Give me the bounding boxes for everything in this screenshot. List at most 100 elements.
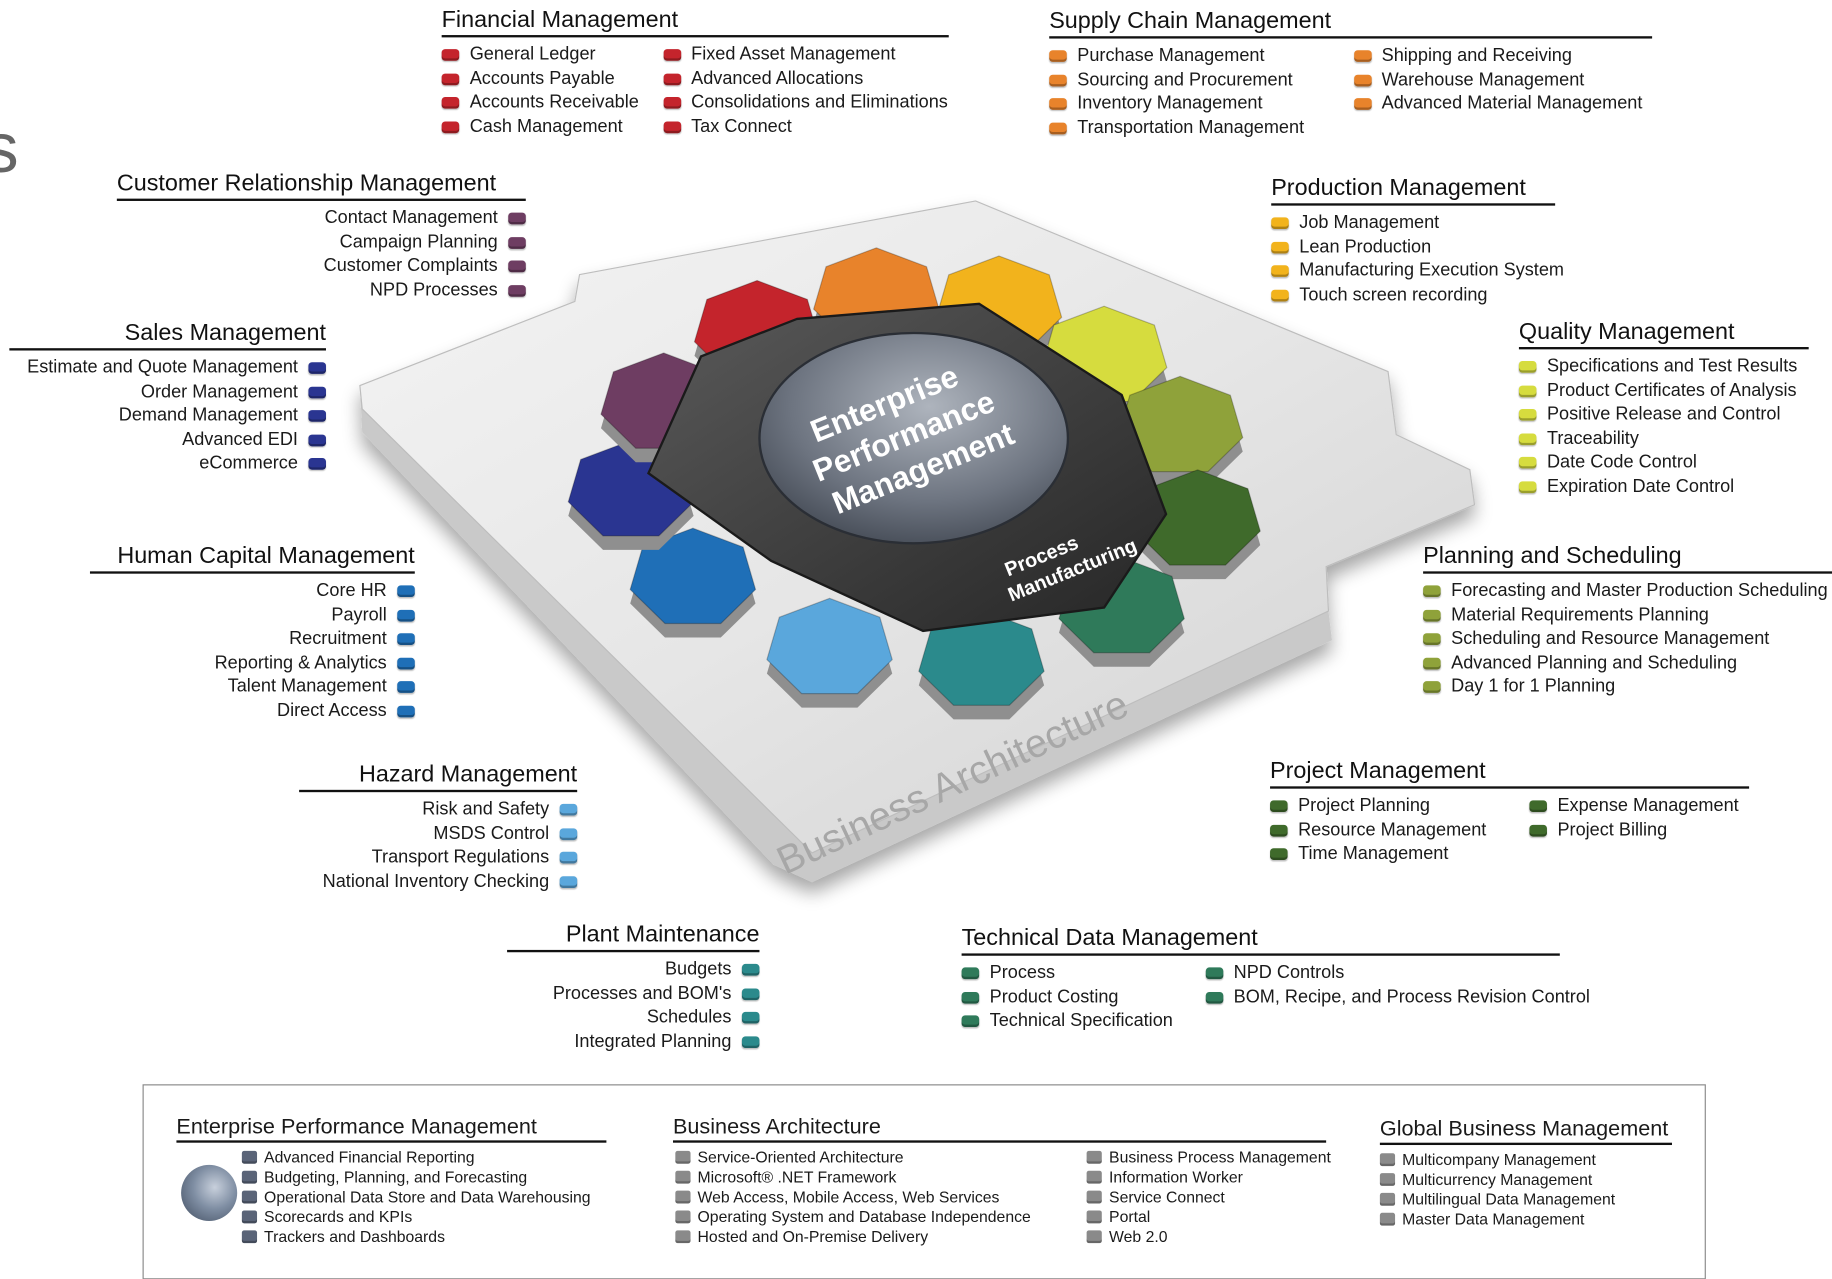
bullet-icon xyxy=(559,828,578,840)
bullet-icon xyxy=(663,49,681,62)
production-item: Lean Production xyxy=(1271,235,1564,259)
bullet-icon xyxy=(1086,1150,1103,1164)
technical-item-label: Process xyxy=(989,963,1056,983)
planning-item: Material Requirements Planning xyxy=(1423,603,1832,627)
bullet-icon xyxy=(508,212,526,225)
technical-item: Process xyxy=(961,962,1173,986)
bullet-icon xyxy=(675,1190,691,1204)
supply-chain-item-label: Purchase Management xyxy=(1077,45,1265,66)
epm-item-label: Scorecards and KPIs xyxy=(264,1208,413,1226)
project-item-label: Time Management xyxy=(1298,843,1449,864)
supply-chain-item-label: Transportation Management xyxy=(1077,117,1305,138)
hcm-item: Reporting & Analytics xyxy=(90,651,415,675)
bullet-icon xyxy=(441,49,460,62)
technical-item-label: Technical Specification xyxy=(989,1010,1173,1031)
quality-item: Traceability xyxy=(1518,427,1809,451)
financial-item-label: Tax Connect xyxy=(691,116,792,137)
plant-item: Processes and BOM's xyxy=(507,982,760,1006)
planning-item-label: Material Requirements Planning xyxy=(1451,604,1709,625)
crm-item-label: NPD Processes xyxy=(369,280,498,300)
project-item: Resource Management xyxy=(1270,818,1497,842)
financial-item-label: Advanced Allocations xyxy=(691,68,864,89)
planning-item: Scheduling and Resource Management xyxy=(1423,627,1832,651)
bullet-icon xyxy=(241,1210,258,1224)
bullet-icon xyxy=(1270,848,1288,861)
bullet-icon xyxy=(1205,967,1224,980)
bullet-icon xyxy=(559,804,578,816)
project-item: Expense Management xyxy=(1529,795,1749,819)
bullet-icon xyxy=(508,284,526,297)
gbm-item: Multicurrency Management xyxy=(1379,1170,1672,1190)
hcm-item: Recruitment xyxy=(90,627,415,651)
bullet-icon xyxy=(241,1190,258,1204)
bullet-icon xyxy=(961,967,980,980)
production-item-label: Touch screen recording xyxy=(1299,284,1488,305)
bullet-icon xyxy=(1049,122,1067,135)
crm-item-label: Contact Management xyxy=(324,208,498,229)
financial-item-label: Cash Management xyxy=(469,116,623,137)
hcm-item: Talent Management xyxy=(90,675,415,699)
bullet-icon xyxy=(1423,657,1441,670)
module-items-planning: Forecasting and Master Production Schedu… xyxy=(1423,580,1832,700)
supply-chain-item: Warehouse Management xyxy=(1353,68,1653,92)
crm-item-label: Customer Complaints xyxy=(323,256,498,277)
hcm-item-label: Reporting & Analytics xyxy=(214,652,387,673)
supply-chain-item-label: Sourcing and Procurement xyxy=(1077,69,1293,90)
quality-item-label: Product Certificates of Analysis xyxy=(1546,380,1797,401)
bullet-icon xyxy=(663,73,681,86)
bullet-icon xyxy=(1518,409,1537,421)
technical-item: NPD Controls xyxy=(1205,962,1590,986)
planning-item-label: Day 1 for 1 Planning xyxy=(1451,676,1616,697)
petal-planning xyxy=(1116,375,1244,473)
epm-item-label: Operational Data Store and Data Warehous… xyxy=(264,1188,591,1206)
petal-plant xyxy=(918,609,1045,706)
quality-item-label: Specifications and Test Results xyxy=(1546,356,1798,377)
hcm-item: Direct Access xyxy=(90,699,415,723)
epm-section: Enterprise Performance Management Advanc… xyxy=(176,1113,607,1246)
ba-section-title: Business Architecture xyxy=(672,1113,1327,1143)
sales-item-label: Estimate and Quote Management xyxy=(27,357,298,378)
bullet-icon xyxy=(308,362,326,375)
hazard-item: Risk and Safety xyxy=(299,798,578,822)
ba-item-label: Web Access, Mobile Access, Web Services xyxy=(697,1188,1000,1206)
ba-item-label: Web 2.0 xyxy=(1109,1227,1168,1246)
sales-item: Advanced EDI xyxy=(9,428,326,452)
quality-item-label: Traceability xyxy=(1546,428,1639,449)
bullet-icon xyxy=(1423,633,1441,646)
ba-item: Hosted and On-Premise Delivery xyxy=(675,1227,1030,1247)
bullet-icon xyxy=(508,260,526,273)
ba-item-label: Business Process Management xyxy=(1109,1148,1331,1167)
bullet-icon xyxy=(1529,824,1547,837)
bullet-icon xyxy=(1271,289,1289,302)
epm-item-label: Budgeting, Planning, and Forecasting xyxy=(264,1168,528,1186)
supply-chain-item-label: Advanced Material Management xyxy=(1381,93,1643,114)
production-item: Manufacturing Execution System xyxy=(1271,259,1564,283)
plant-item-label: Budgets xyxy=(664,959,732,980)
hazard-item-label: MSDS Control xyxy=(433,823,550,844)
petal-hazard xyxy=(766,597,893,695)
ba-item: Web 2.0 xyxy=(1086,1227,1331,1247)
financial-item: Accounts Payable xyxy=(441,67,640,91)
bottom-panel: Enterprise Performance Management Advanc… xyxy=(142,1084,1706,1279)
module-supply-chain: Supply Chain Management Purchase Managem… xyxy=(1049,8,1653,140)
hazard-item-label: National Inventory Checking xyxy=(322,871,550,892)
gbm-item-label: Multilingual Data Management xyxy=(1402,1190,1616,1209)
ba-item-label: Portal xyxy=(1109,1208,1151,1226)
sales-item-label: Demand Management xyxy=(118,405,298,426)
sales-item-label: eCommerce xyxy=(199,453,298,474)
sales-item-label: Advanced EDI xyxy=(182,429,298,450)
ba-item: Information Worker xyxy=(1086,1167,1331,1187)
planning-item: Advanced Planning and Scheduling xyxy=(1423,651,1832,675)
project-item: Time Management xyxy=(1270,842,1497,866)
ba-item-label: Service-Oriented Architecture xyxy=(697,1148,904,1167)
module-quality: Quality Management Specifications and Te… xyxy=(1518,319,1809,499)
gbm-section: Global Business Management Multicompany … xyxy=(1379,1116,1672,1229)
bullet-icon xyxy=(308,458,326,470)
supply-chain-item-label: Warehouse Management xyxy=(1381,69,1585,90)
bullet-icon xyxy=(1518,361,1537,374)
supply-chain-item-label: Inventory Management xyxy=(1077,93,1263,114)
project-item-label: Project Billing xyxy=(1557,819,1668,840)
